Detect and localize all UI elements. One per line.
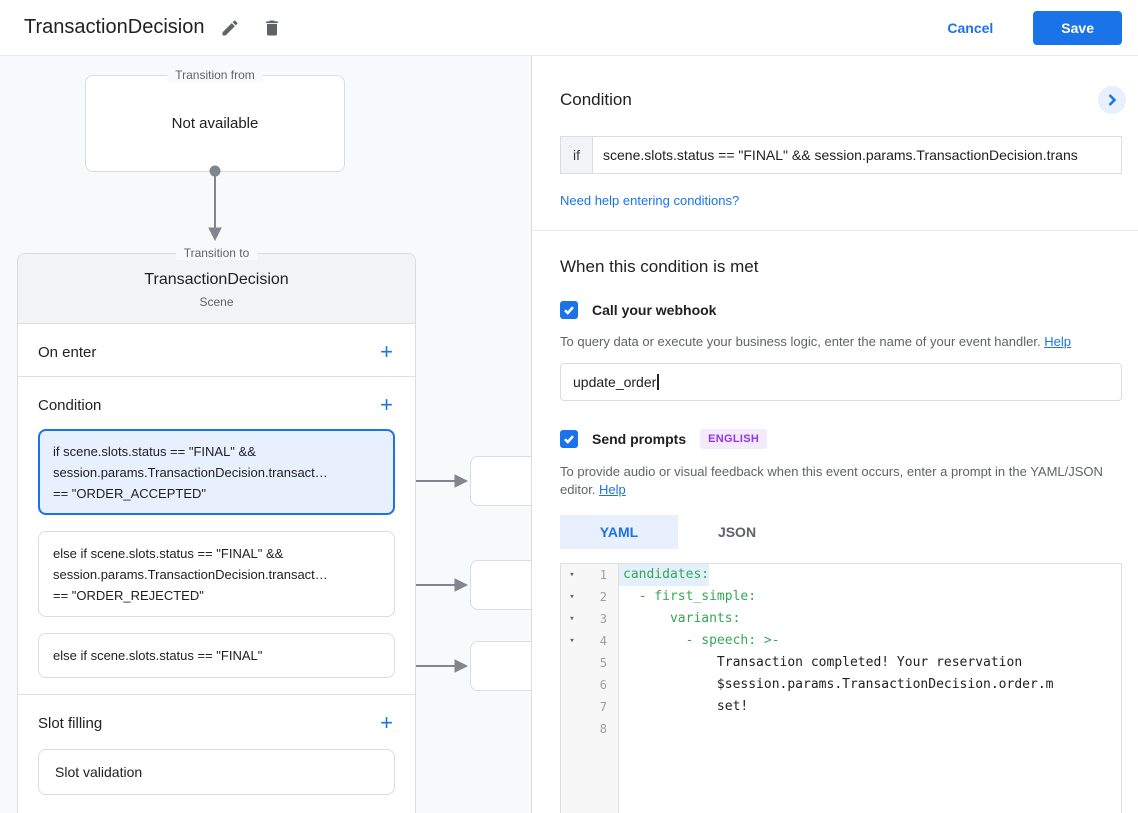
editor-code-area[interactable]: candidates: - first_simple: variants: - …: [619, 564, 1121, 813]
code-line: set!: [623, 699, 749, 714]
fold-toggle[interactable]: ▾: [569, 636, 575, 646]
webhook-help-link[interactable]: Help: [1044, 334, 1071, 349]
line-number: 6: [599, 678, 607, 692]
condition-item-order-accepted[interactable]: if scene.slots.status == "FINAL" && sess…: [38, 429, 395, 515]
call-webhook-checkbox[interactable]: [560, 301, 578, 319]
transition-to-card: Transition to TransactionDecision Scene …: [17, 246, 416, 813]
condition-label: Condition: [38, 396, 102, 414]
code-line: Transaction completed! Your reservation: [623, 655, 1023, 670]
add-slot-button[interactable]: +: [380, 710, 393, 735]
prompts-description-text: To provide audio or visual feedback when…: [560, 464, 1103, 497]
page-title: TransactionDecision: [24, 16, 205, 38]
call-webhook-label: Call your webhook: [592, 302, 717, 318]
fold-spacer: [561, 652, 583, 674]
condition-line: session.params.TransactionDecision.trans…: [53, 567, 328, 582]
condition-editor-panel: Condition if Need help entering conditio…: [531, 56, 1138, 813]
transition-target-box[interactable]: [470, 456, 531, 506]
fold-toggle[interactable]: ▾: [569, 614, 575, 624]
condition-line: == "ORDER_ACCEPTED": [53, 486, 206, 501]
code-line: candidates:: [619, 564, 710, 586]
divider: [18, 694, 415, 695]
transition-target-box[interactable]: [470, 641, 531, 691]
tab-yaml[interactable]: YAML: [560, 515, 678, 549]
cancel-button[interactable]: Cancel: [931, 12, 1009, 44]
fold-spacer: [561, 696, 583, 718]
slot-validation-card[interactable]: Slot validation: [38, 749, 395, 795]
condition-line: == "ORDER_REJECTED": [53, 588, 204, 603]
condition-line: session.params.TransactionDecision.trans…: [53, 465, 328, 480]
check-icon: [564, 306, 574, 315]
line-number: 7: [599, 700, 607, 714]
divider: [532, 230, 1138, 231]
condition-line: if scene.slots.status == "FINAL" &&: [53, 444, 256, 459]
transition-from-content: Not available: [171, 115, 259, 132]
line-number: 3: [599, 612, 607, 626]
condition-section: Condition +: [18, 377, 415, 429]
fold-toggle[interactable]: ▾: [569, 592, 575, 602]
fold-toggle[interactable]: ▾: [569, 570, 575, 580]
code-line: $session.params.TransactionDecision.orde…: [623, 677, 1054, 692]
save-button[interactable]: Save: [1033, 10, 1122, 45]
send-prompts-checkbox[interactable]: [560, 430, 578, 448]
chevron-right-icon: [1108, 94, 1117, 106]
fold-spacer: [561, 718, 583, 740]
code-line: variants:: [623, 611, 741, 626]
line-number: 5: [599, 656, 607, 670]
divider: [18, 376, 415, 377]
scene-card-title: TransactionDecision: [144, 271, 289, 288]
editor-gutter: ▾ 1 ▾ 2 ▾ 3 ▾ 4 5 6 7 8: [561, 564, 619, 813]
trash-icon: [266, 20, 279, 35]
line-number: 4: [599, 634, 607, 648]
condition-help-link[interactable]: Need help entering conditions?: [560, 193, 740, 208]
edit-scene-button[interactable]: [214, 12, 246, 44]
when-condition-heading: When this condition is met: [560, 257, 759, 276]
send-prompts-label: Send prompts: [592, 431, 687, 447]
condition-line: else if scene.slots.status == "FINAL": [53, 648, 263, 663]
yaml-code-editor[interactable]: ▾ 1 ▾ 2 ▾ 3 ▾ 4 5 6 7 8 candidates: - first_…: [560, 563, 1122, 813]
webhook-description-text: To query data or execute your business l…: [560, 334, 1041, 349]
collapse-panel-button[interactable]: [1098, 86, 1126, 114]
condition-panel-heading: Condition: [560, 90, 632, 109]
code-line: [619, 718, 623, 740]
tab-json[interactable]: JSON: [678, 515, 796, 549]
transition-to-legend: Transition to: [175, 246, 258, 260]
delete-scene-button[interactable]: [256, 12, 288, 44]
add-on-enter-button[interactable]: +: [380, 339, 393, 364]
code-line: - speech: >-: [623, 633, 780, 648]
transition-from-box: Transition from Not available: [85, 68, 345, 172]
on-enter-section: On enter +: [18, 324, 415, 376]
scene-card-subtitle: Scene: [199, 295, 234, 309]
transition-target-box[interactable]: [470, 560, 531, 610]
condition-item-final[interactable]: else if scene.slots.status == "FINAL": [38, 633, 395, 678]
scene-card-header: TransactionDecision Scene: [18, 254, 415, 324]
add-condition-button[interactable]: +: [380, 392, 393, 417]
fold-spacer: [561, 674, 583, 696]
pencil-icon: [222, 19, 238, 35]
top-bar: TransactionDecision Cancel Save: [0, 0, 1138, 56]
slot-filling-label: Slot filling: [38, 714, 103, 732]
on-enter-label: On enter: [38, 343, 97, 361]
condition-expression-input[interactable]: [592, 136, 1122, 174]
if-prefix-label: if: [560, 136, 592, 174]
check-icon: [564, 435, 574, 444]
transition-from-legend: Transition from: [167, 68, 263, 82]
webhook-handler-value: update_order: [573, 374, 657, 390]
text-cursor: [657, 374, 659, 390]
webhook-handler-input[interactable]: update_order: [560, 363, 1122, 401]
line-number: 8: [599, 722, 607, 736]
editor-format-tabs: YAML JSON: [560, 515, 1122, 549]
condition-item-order-rejected[interactable]: else if scene.slots.status == "FINAL" &&…: [38, 531, 395, 617]
condition-line: else if scene.slots.status == "FINAL" &&: [53, 546, 284, 561]
scene-flow-canvas: Transition from Not available: [0, 56, 531, 813]
language-badge: ENGLISH: [700, 429, 768, 449]
webhook-description: To query data or execute your business l…: [560, 333, 1120, 351]
code-line: - first_simple:: [623, 589, 757, 604]
line-number: 1: [599, 568, 607, 582]
line-number: 2: [599, 590, 607, 604]
prompts-help-link[interactable]: Help: [599, 482, 626, 497]
slot-filling-section: Slot filling +: [18, 695, 415, 747]
prompts-description: To provide audio or visual feedback when…: [560, 463, 1120, 499]
